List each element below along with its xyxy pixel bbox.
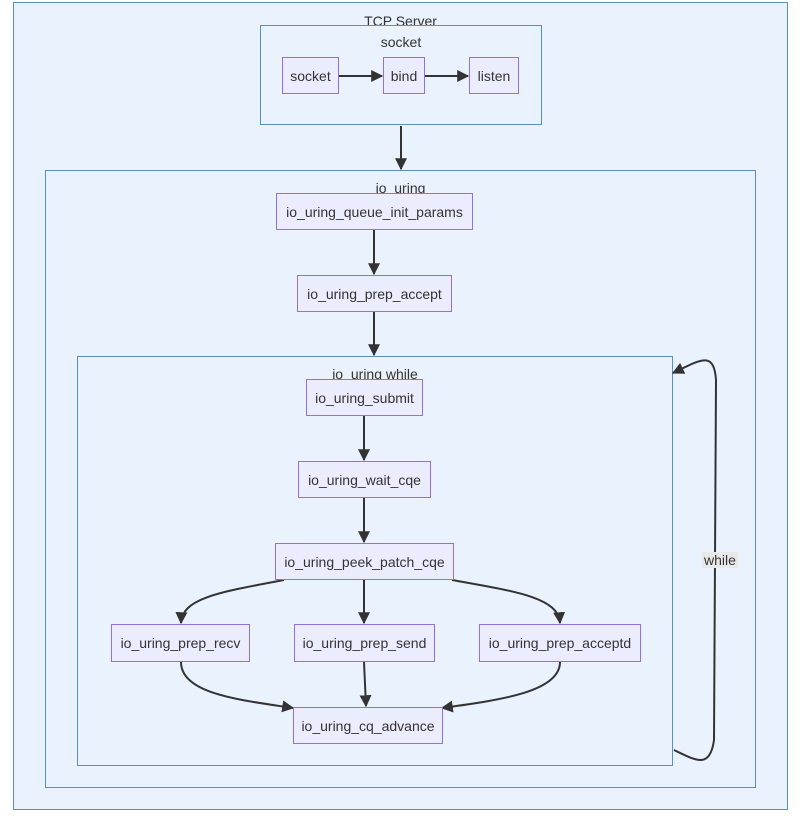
node-io-uring-wait-cqe[interactable]: io_uring_wait_cqe [298, 461, 431, 498]
edge-peek-recv [175, 579, 285, 625]
edge-recv-advance [180, 661, 295, 713]
node-bind[interactable]: bind [383, 57, 425, 94]
node-io-uring-prep-acceptd[interactable]: io_uring_prep_acceptd [479, 624, 641, 662]
cluster-title-io-uring-while: io_uring while [332, 366, 418, 382]
node-io-uring-prep-accept[interactable]: io_uring_prep_accept [297, 275, 452, 312]
edge-send-advance [359, 661, 372, 708]
cluster-title-socket: socket [380, 34, 422, 50]
node-io-uring-prep-recv[interactable]: io_uring_prep_recv [111, 624, 250, 662]
edge-acceptd-advance [440, 661, 561, 713]
node-socket[interactable]: socket [282, 57, 339, 94]
node-io-uring-peek-patch-cqe[interactable]: io_uring_peek_patch_cqe [275, 543, 454, 580]
node-listen[interactable]: listen [469, 57, 519, 94]
edge-peek-acceptd [451, 579, 566, 625]
node-io-uring-prep-send[interactable]: io_uring_prep_send [294, 624, 435, 662]
cluster-title-io-uring: io_uring [375, 180, 426, 196]
node-io-uring-cq-advance[interactable]: io_uring_cq_advance [293, 707, 443, 744]
node-io-uring-submit[interactable]: io_uring_submit [306, 379, 423, 416]
node-io-uring-queue-init-params[interactable]: io_uring_queue_init_params [276, 193, 473, 230]
edge-label-while: while [702, 552, 738, 568]
